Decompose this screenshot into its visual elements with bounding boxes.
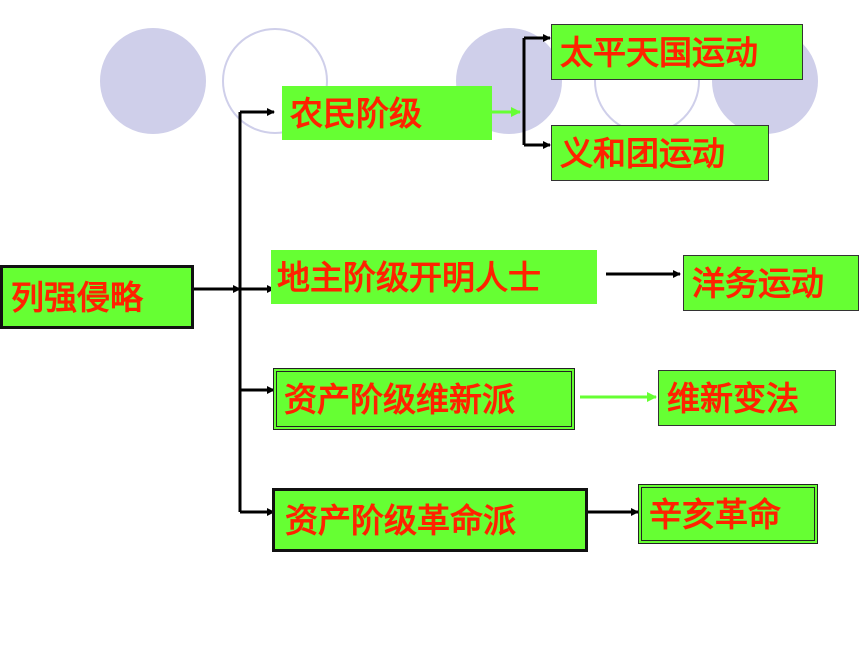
outcome-boxer: 义和团运动: [551, 125, 769, 181]
outcome-taiping-label: 太平天国运动: [560, 32, 758, 72]
outcome-yangwu-label: 洋务运动: [692, 263, 824, 303]
outcome-xinhai-label: 辛亥革命: [649, 494, 781, 534]
node-peasant-class: 农民阶级: [282, 86, 492, 140]
root-node-foreign-aggression: 列强侵略: [0, 265, 194, 329]
decor-circle-1: [100, 28, 206, 134]
decor-circle-2: [222, 28, 328, 134]
node-peasant-label: 农民阶级: [290, 93, 422, 133]
node-revolutionary-class: 资产阶级革命派: [272, 488, 588, 552]
outcome-xinhai: 辛亥革命: [638, 484, 818, 544]
node-reformist-label: 资产阶级维新派: [284, 379, 515, 419]
outcome-boxer-label: 义和团运动: [560, 133, 725, 173]
outcome-weixin-label: 维新变法: [667, 378, 799, 418]
outcome-yangwu: 洋务运动: [683, 255, 859, 311]
outcome-taiping: 太平天国运动: [551, 24, 803, 80]
node-landlord-label: 地主阶级开明人士: [277, 257, 541, 297]
root-label: 列强侵略: [11, 277, 143, 317]
node-landlord-class: 地主阶级开明人士: [271, 250, 597, 304]
node-revolutionary-label: 资产阶级革命派: [285, 500, 516, 540]
outcome-weixin: 维新变法: [658, 370, 836, 426]
node-reformist-class: 资产阶级维新派: [273, 368, 575, 430]
